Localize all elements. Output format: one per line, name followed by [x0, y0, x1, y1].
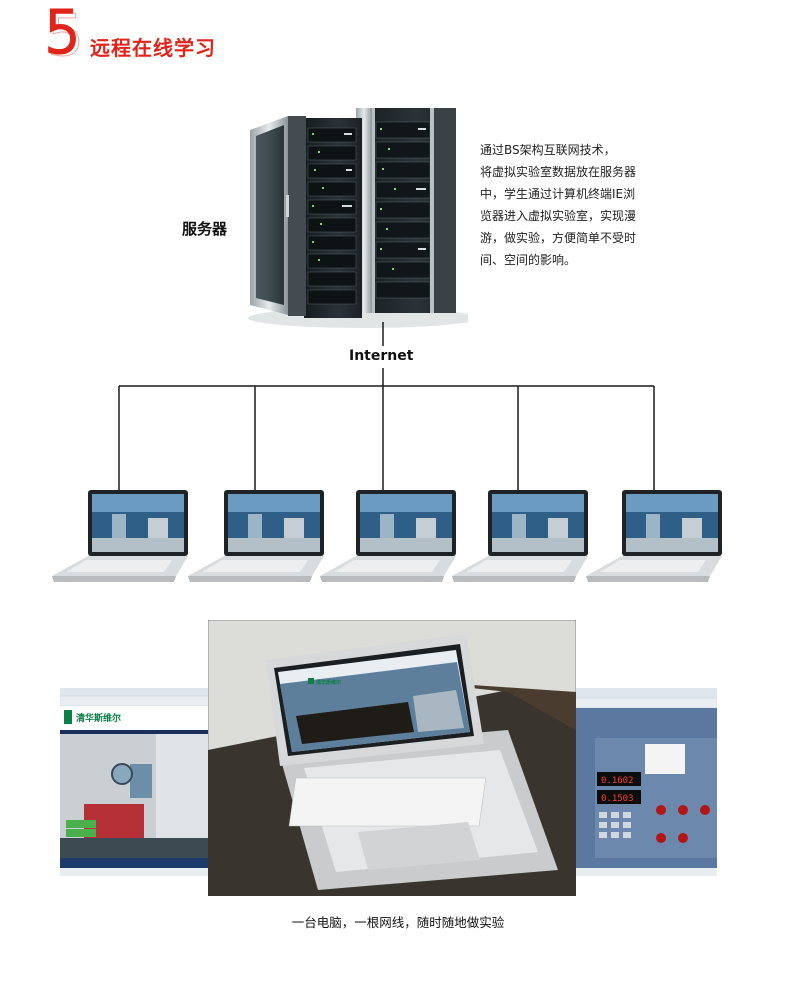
caption: 一台电脑，一根网线，随时随地做实验 — [291, 915, 505, 930]
server-label: 服务器 — [182, 220, 228, 238]
client-laptop-5 — [586, 490, 722, 582]
description-line: 通过BS架构互联网技术， — [480, 143, 616, 157]
description-text: 通过BS架构互联网技术， 将虚拟实验室数据放在服务器 中，学生通过计算机终端IE… — [480, 139, 680, 271]
description-line: 间、空间的影响。 — [480, 253, 577, 267]
right-display-1: 0.1602 — [601, 776, 634, 786]
internet-label: Internet — [349, 348, 414, 364]
description-line: 览器进入虚拟实验室，实现漫 — [480, 209, 637, 223]
server-rack-illustration — [248, 108, 468, 328]
client-laptop-2 — [188, 490, 324, 582]
left-logo-text: 清华斯维尔 — [76, 712, 121, 724]
right-display-2: 0.1503 — [601, 794, 634, 804]
section-number-shadow: 5 — [47, 1, 85, 69]
center-laptop-photo: 清华斯维尔 — [208, 620, 576, 896]
description-line: 游，做实验，方便简单不受时 — [480, 231, 637, 245]
left-screenshot-photo: 清华斯维尔 — [60, 688, 212, 876]
right-screenshot-photo: 0.1602 0.1503 — [575, 688, 717, 876]
client-laptop-4 — [452, 490, 588, 582]
section-title: 远程在线学习 — [90, 36, 216, 60]
section-number: 5 — [43, 0, 83, 66]
client-laptop-3 — [320, 490, 456, 582]
center-logo-text: 清华斯维尔 — [316, 679, 341, 686]
description-line: 将虚拟实验室数据放在服务器 — [480, 165, 637, 179]
client-laptop-1 — [52, 490, 188, 582]
description-line: 中，学生通过计算机终端IE浏 — [480, 187, 636, 201]
